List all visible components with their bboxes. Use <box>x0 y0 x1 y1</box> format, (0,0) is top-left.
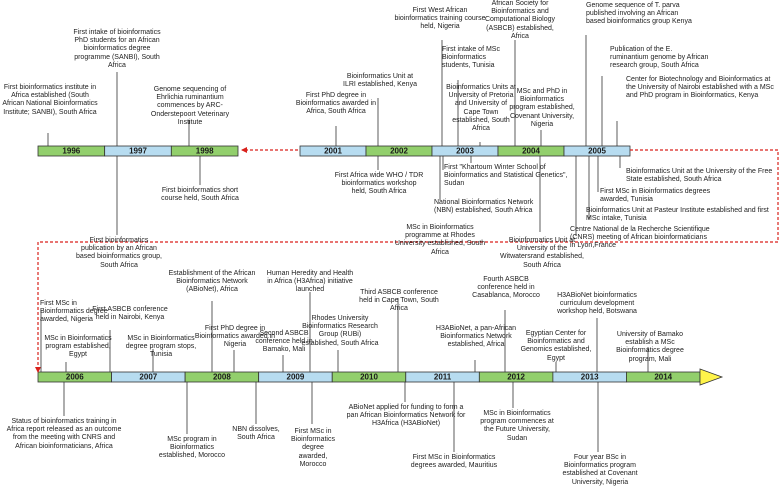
event-nbn-dissolves: NBN dissolves, South Africa <box>232 426 280 442</box>
event-who-tdr-workshop: First Africa wide WHO / TDR bioinformati… <box>334 172 424 196</box>
event-free-state-unit: Bioinformatics Unit at the University of… <box>626 168 773 184</box>
event-t-parva-genome: Genome sequence of T. parva published in… <box>586 2 692 26</box>
event-first-phd-awarded: First PhD degree in Bioinformatics award… <box>295 92 377 116</box>
timeline-bar-1996-2005: 1996 1997 1998 2001 2002 2003 2004 2005 <box>37 145 631 157</box>
dashed-connectors <box>35 147 779 373</box>
year-label-2011: 2011 <box>434 373 452 382</box>
year-label-2005: 2005 <box>588 147 606 156</box>
event-first-msc-morocco: First MSc in Bioinformatics degree award… <box>291 428 335 468</box>
event-covenant-bsc: Four year BSc in Bioinformatics program … <box>562 454 638 486</box>
event-egyptian-center: Egyptian Center for Bioinformatics and G… <box>520 330 592 362</box>
year-label-2003: 2003 <box>456 147 474 156</box>
year-label-2013: 2013 <box>581 373 599 382</box>
event-msc-egypt: MSc in Bioinformatics program establishe… <box>44 335 112 359</box>
event-pretoria-uct-units: Bioinformatics Units at University of Pr… <box>446 84 516 133</box>
event-fourth-asbcb-conference: Fourth ASBCB conference held in Casablan… <box>472 276 540 300</box>
event-ilri-unit: Bioinformatics Unit at ILRI established,… <box>343 73 417 89</box>
event-h3abionet-established: H3ABioNet, a pan-African Bioinformatics … <box>435 325 517 349</box>
year-label-2001: 2001 <box>324 147 342 156</box>
year-label-2006: 2006 <box>66 373 84 382</box>
event-abionet-established: Establishment of the African Bioinformat… <box>168 270 256 294</box>
year-segment-2005 <box>563 145 631 157</box>
event-first-publication: First bioinformatics publication by an A… <box>76 237 162 269</box>
event-bamako-msc: University of Bamako establish a MSc Bio… <box>616 331 684 363</box>
year-label-2012: 2012 <box>507 373 525 382</box>
event-asbcb-established: African Society for Bioinformatics and C… <box>484 0 556 40</box>
event-cnrs-report: Status of bioinformatics training in Afr… <box>6 418 122 450</box>
event-khartoum-winter-school: First "Khartoum Winter School of Bioinfo… <box>444 164 568 188</box>
event-first-asbcb-conference: First ASBCB conference held in Nairobi, … <box>92 306 168 322</box>
event-first-msc-tunisia: First intake of MSc Bioinformatics stude… <box>442 46 500 70</box>
event-nbn-established: National Bioinformatics Network (NBN) es… <box>434 199 534 215</box>
timeline-bar-2006-2014: 2006 2007 2008 2009 2010 2011 2012 2013 2014 <box>37 368 724 386</box>
year-label-2007: 2007 <box>139 373 157 382</box>
event-second-asbcb-conference: Second ASBCB conference held in Bamako, … <box>255 330 313 354</box>
event-msc-morocco: MSc program in Bioinformatics establishe… <box>158 436 226 460</box>
event-rubi-established: Rhodes University Bioinformatics Researc… <box>301 315 379 347</box>
event-first-bioinformatics-institute: First bioinformatics institute in Africa… <box>2 84 98 116</box>
event-msc-stops-tunisia: MSc in Bioinformatics degree program sto… <box>125 335 197 359</box>
year-label-2014: 2014 <box>654 373 672 382</box>
year-label-1996: 1996 <box>62 147 80 156</box>
event-rhodes-msc: MSc in Bioinformatics programme at Rhode… <box>394 224 486 256</box>
event-first-phd-intake-sanbi: First intake of bioinformatics PhD stude… <box>73 29 161 69</box>
event-first-msc-awarded-tunisia: First MSc in Bioinformatics degrees awar… <box>600 188 711 204</box>
event-wits-unit: Bioinformatics Unit at University of the… <box>499 237 585 269</box>
year-label-2010: 2010 <box>360 373 378 382</box>
event-leader-lines <box>40 35 649 452</box>
event-abionet-funding: ABioNet applied for funding to form a pa… <box>346 404 466 428</box>
year-segment-1998 <box>170 145 239 157</box>
event-first-msc-mauritius: First MSc in Bioinformatics degrees awar… <box>410 454 498 470</box>
event-pasteur-unit: Bioinformatics Unit at Pasteur Institute… <box>586 207 769 223</box>
event-first-msc-nigeria: First MSc in Bioinformatics degree award… <box>40 300 108 324</box>
year-label-1998: 1998 <box>196 147 214 156</box>
year-label-2009: 2009 <box>287 373 305 382</box>
event-future-university-msc: MSc in Bioinformatics program commences … <box>480 410 554 442</box>
event-nairobi-centre: Center for Biotechnology and Bioinformat… <box>626 76 774 100</box>
year-label-1997: 1997 <box>129 147 147 156</box>
event-curriculum-workshop: H3ABioNet bioinformatics curriculum deve… <box>557 292 637 316</box>
event-e-ruminantium-publication: Publication of the E. ruminantium genome… <box>610 46 709 70</box>
timeline-arrow-head <box>699 368 724 386</box>
event-h3africa-launch: Human Heredity and Health in Africa (H3A… <box>266 270 354 294</box>
event-first-short-course: First bioinformatics short course held, … <box>161 187 239 203</box>
event-covenant-msc-phd: MSc and PhD in Bioinformatics program es… <box>509 88 575 128</box>
event-west-africa-course: First West African bioinformatics traini… <box>394 7 486 31</box>
year-label-2004: 2004 <box>522 147 540 156</box>
row-wrap-connector <box>35 149 779 373</box>
year-label-2008: 2008 <box>213 373 231 382</box>
event-first-phd-nigeria: First PhD degree in Bioinformatics award… <box>194 325 276 349</box>
year-label-2002: 2002 <box>390 147 408 156</box>
event-third-asbcb-conference: Third ASBCB conference held in Cape Town… <box>359 289 439 313</box>
event-ehrlichia-sequencing: Genome sequencing of Ehrlichia ruminanti… <box>150 86 230 126</box>
event-cnrs-meeting: Centre National de la Recherche Scientif… <box>570 226 710 250</box>
